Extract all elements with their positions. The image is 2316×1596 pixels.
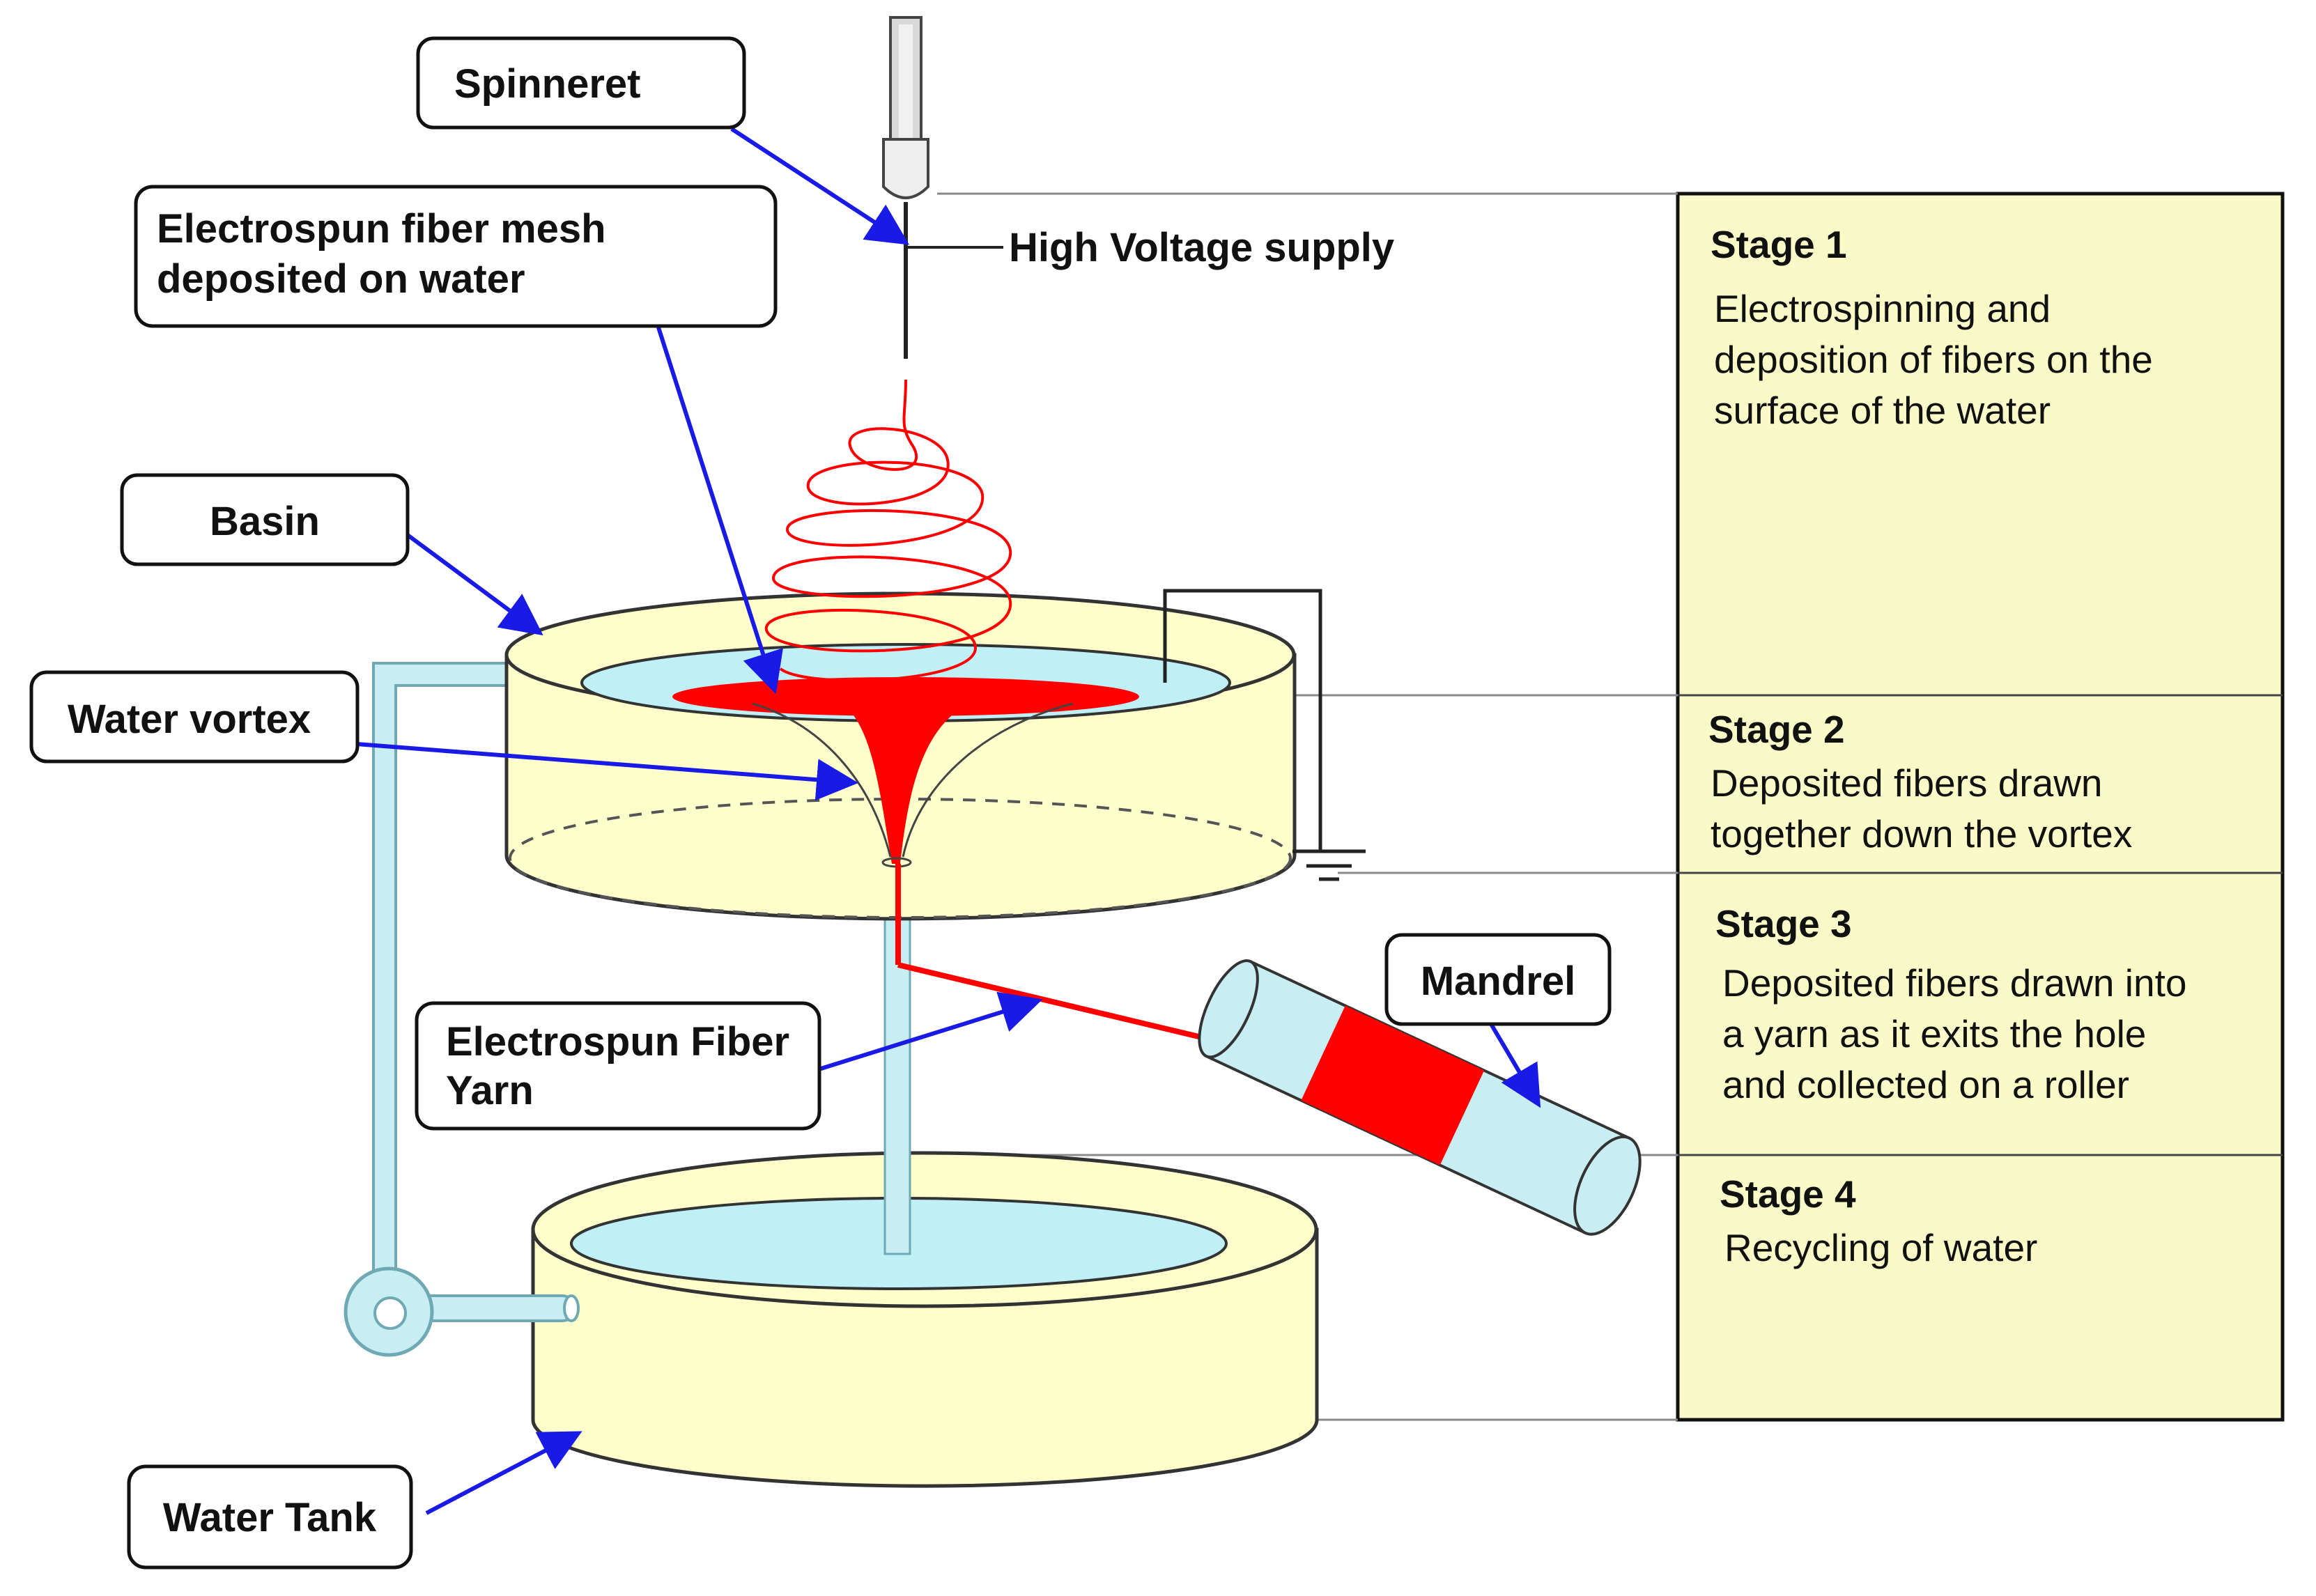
- callout-mandrel-text: Mandrel: [1421, 959, 1575, 1004]
- syringe-inner: [899, 24, 913, 157]
- pipe-fill: [375, 665, 550, 1303]
- callout-mandrel: Mandrel: [1384, 933, 1612, 1026]
- stage-4-title: Stage 4: [1720, 1172, 1856, 1216]
- callout-water-tank-box: [127, 1464, 413, 1570]
- stage-1-line-3: surface of the water: [1714, 389, 2051, 432]
- arrow-fiber-yarn: [818, 991, 1043, 1071]
- water-tank: [531, 1151, 1319, 1488]
- arrow-spinneret: [730, 127, 910, 245]
- high-voltage-label: High Voltage supply: [1009, 225, 1394, 270]
- stage-panel-background: [1676, 192, 2285, 1422]
- arrow-fiber-mesh: [656, 327, 783, 695]
- callout-water-vortex-text: Water vortex: [68, 697, 311, 742]
- stage-3-line-1: Deposited fibers drawn into: [1722, 961, 2186, 1005]
- callout-fiber-mesh: Electrospun fiber mesh deposited on wate…: [134, 185, 778, 328]
- syringe-tip: [882, 138, 929, 199]
- callout-water-vortex: Water vortex: [29, 670, 360, 764]
- electrode-wire: [1163, 589, 1322, 851]
- stage-2-title: Stage 2: [1708, 708, 1845, 751]
- pump-outlet-end: [563, 1294, 580, 1322]
- spinneret: [882, 16, 1003, 359]
- vortex-funnel-right: [902, 702, 1074, 858]
- pump: [343, 1266, 580, 1357]
- stage-1-line-1: Electrospinning and: [1714, 287, 2051, 330]
- callout-water-vortex-box: [29, 670, 360, 764]
- stage-3-line-3: and collected on a roller: [1722, 1063, 2129, 1106]
- callout-water-tank-text: Water Tank: [163, 1495, 377, 1540]
- stage-1-title: Stage 1: [1711, 223, 1847, 266]
- leader-arrows: [356, 127, 1541, 1515]
- stage-3-line-2: a yarn as it exits the hole: [1722, 1012, 2146, 1055]
- callout-water-tank: Water Tank: [127, 1464, 413, 1570]
- arrow-water-tank: [425, 1431, 582, 1515]
- callout-fiber-mesh-line-2: deposited on water: [157, 256, 525, 302]
- callout-fiber-yarn-line-2: Yarn: [446, 1068, 534, 1113]
- callout-fiber-mesh-line-1: Electrospun fiber mesh: [157, 206, 606, 251]
- stage-1-line-2: deposition of fibers on the: [1714, 338, 2153, 381]
- arrow-basin: [406, 533, 543, 636]
- stage-2-line-1: Deposited fibers drawn: [1711, 761, 2103, 805]
- vortex-cone: [829, 697, 989, 864]
- callout-spinneret-box: [416, 36, 746, 130]
- callout-basin-text: Basin: [210, 499, 320, 544]
- callout-basin-box: [120, 473, 410, 566]
- ground-electrode: [1163, 589, 1366, 881]
- arrow-mandrel: [1489, 1023, 1541, 1108]
- mandrel-end-left: [1198, 959, 1259, 1059]
- callout-fiber-yarn-box: [415, 1001, 821, 1131]
- stage-3-title: Stage 3: [1715, 902, 1852, 945]
- callout-fiber-yarn: Electrospun Fiber Yarn: [415, 1001, 821, 1131]
- callout-spinneret: Spinneret: [416, 36, 746, 130]
- callout-basin: Basin: [120, 473, 410, 566]
- stage-panel: Stage 1 Electrospinning and deposition o…: [1676, 192, 2285, 1422]
- fiber-jet-spiral: [764, 379, 1012, 682]
- callout-fiber-yarn-line-1: Electrospun Fiber: [446, 1019, 789, 1064]
- stage-4-line-1: Recycling of water: [1724, 1226, 2037, 1269]
- callout-mandrel-box: [1384, 933, 1612, 1026]
- fiber-vortex: [672, 677, 1139, 868]
- stage-2-line-2: together down the vortex: [1711, 812, 2132, 855]
- mandrel-end-right: [1573, 1135, 1642, 1236]
- arrow-water-vortex: [356, 742, 858, 801]
- callout-fiber-mesh-box: [134, 185, 778, 328]
- pump-hub: [373, 1296, 407, 1330]
- mandrel: [895, 864, 1642, 1236]
- mandrel-fiber-wrap: [1301, 1005, 1485, 1165]
- callout-spinneret-text: Spinneret: [454, 61, 641, 107]
